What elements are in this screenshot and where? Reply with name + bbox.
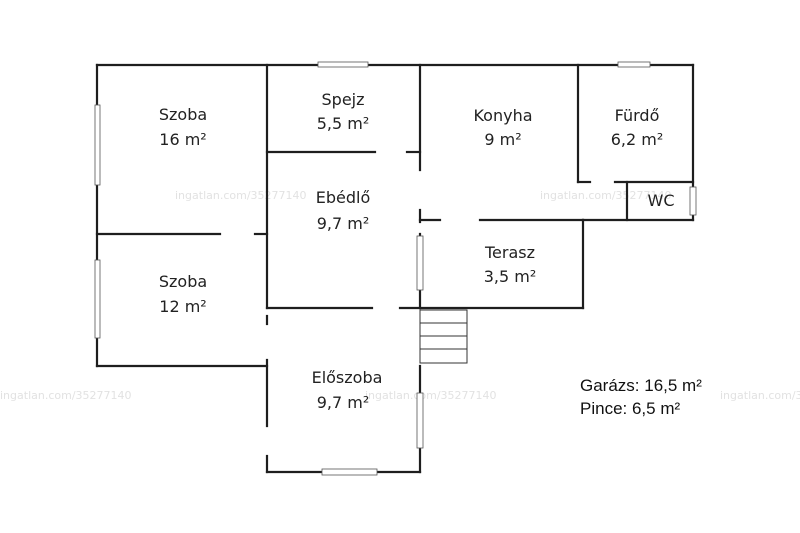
room-name-furdo: Fürdő bbox=[615, 106, 660, 125]
room-name-konyha: Konyha bbox=[473, 106, 532, 125]
room-area-furdo: 6,2 m² bbox=[611, 130, 664, 149]
window bbox=[94, 259, 101, 339]
room-area-terasz: 3,5 m² bbox=[484, 267, 537, 286]
room-area-szoba-2: 12 m² bbox=[159, 297, 206, 316]
room-area-konyha: 9 m² bbox=[484, 130, 521, 149]
room-name-spejz: Spejz bbox=[322, 90, 365, 109]
watermark: ingatlan.com/35277140 bbox=[540, 189, 672, 202]
watermarks: ingatlan.com/35277140 ingatlan.com/35277… bbox=[0, 189, 800, 402]
window bbox=[617, 61, 651, 68]
cellar-area-text: Pince: 6,5 m² bbox=[580, 399, 680, 418]
watermark: ingatlan.com/35277140 bbox=[365, 389, 497, 402]
extra-areas: Garázs: 16,5 m² Pince: 6,5 m² bbox=[580, 376, 702, 418]
room-name-szoba: Szoba bbox=[159, 105, 207, 124]
window bbox=[416, 392, 424, 449]
windows bbox=[94, 61, 697, 476]
room-name-ebedlo: Ebédlő bbox=[316, 188, 371, 207]
window bbox=[317, 61, 369, 68]
room-labels: Szoba 16 m² Spejz 5,5 m² Konyha 9 m² Für… bbox=[159, 90, 675, 412]
room-name-szoba-2: Szoba bbox=[159, 272, 207, 291]
room-name-wc: WC bbox=[648, 191, 675, 210]
room-name-eloszoba: Előszoba bbox=[312, 368, 383, 387]
window bbox=[689, 186, 697, 216]
watermark: ingatlan.com/35277140 bbox=[720, 389, 800, 402]
watermark: ingatlan.com/35277140 bbox=[175, 189, 307, 202]
stairs bbox=[419, 309, 468, 364]
room-area-szoba: 16 m² bbox=[159, 130, 206, 149]
window bbox=[416, 235, 424, 291]
room-area-spejz: 5,5 m² bbox=[317, 114, 370, 133]
garage-area-text: Garázs: 16,5 m² bbox=[580, 376, 702, 395]
room-name-terasz: Terasz bbox=[484, 243, 535, 262]
watermark: ingatlan.com/35277140 bbox=[0, 389, 132, 402]
room-area-ebedlo: 9,7 m² bbox=[317, 214, 370, 233]
window bbox=[321, 468, 378, 476]
window bbox=[94, 104, 101, 186]
room-area-eloszoba: 9,7 m² bbox=[317, 393, 370, 412]
